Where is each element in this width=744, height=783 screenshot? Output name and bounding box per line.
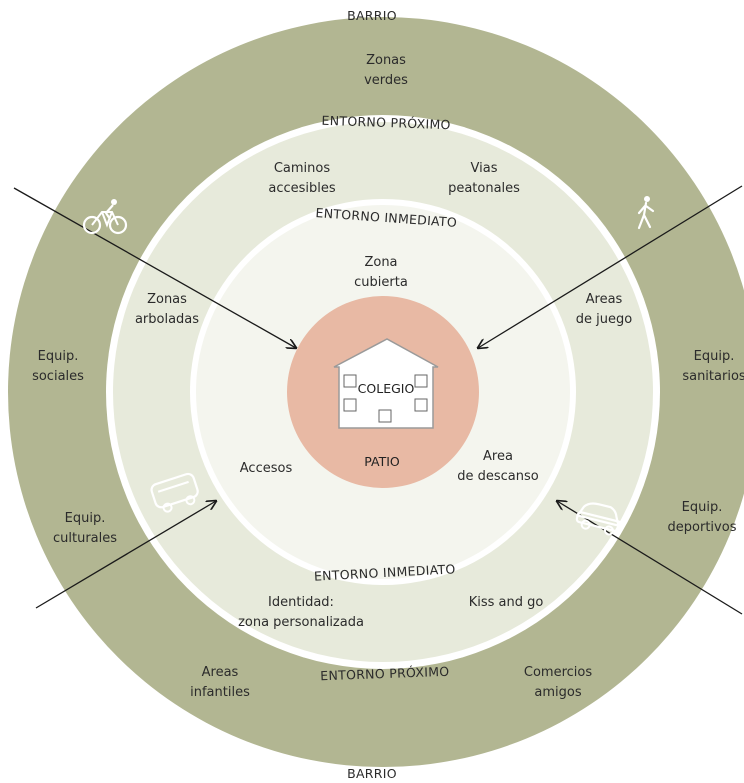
svg-text:Equip.: Equip. [694,349,735,364]
svg-text:Accesos: Accesos [240,461,293,476]
svg-text:Zonas: Zonas [147,292,187,307]
label-zona-cubierta: Zona cubierta [354,255,408,290]
car-icon [575,502,622,536]
svg-text:Equip.: Equip. [38,349,79,364]
svg-text:de juego: de juego [576,312,632,327]
svg-text:zona personalizada: zona personalizada [238,615,364,630]
arrow-top-right [478,185,743,348]
svg-text:Areas: Areas [202,665,239,680]
svg-text:Identidad:: Identidad: [268,595,334,610]
svg-text:verdes: verdes [364,73,408,88]
svg-text:Equip.: Equip. [65,511,106,526]
barrio-title-bottom: BARRIO [347,766,397,781]
svg-text:amigos: amigos [534,685,581,700]
pedestrian-icon [637,196,655,230]
label-areas-infantiles: Areas infantiles [190,665,250,700]
svg-text:Comercios: Comercios [524,665,592,680]
school-building-icon [333,338,439,429]
svg-text:accesibles: accesibles [268,181,336,196]
svg-text:sanitarios: sanitarios [682,369,744,384]
label-area-descanso: Area de descanso [457,449,539,484]
label-zonas-arboladas: Zonas arboladas [135,292,199,327]
label-equip-deportivos: Equip. deportivos [668,500,737,535]
label-areas-de-juego: Areas de juego [576,292,632,327]
svg-text:de descanso: de descanso [457,469,539,484]
label-vias-peatonales: Vias peatonales [448,161,520,196]
label-zonas-verdes: Zonas verdes [364,53,408,88]
svg-text:deportivos: deportivos [668,520,737,535]
svg-text:Vias: Vias [471,161,498,176]
label-equip-culturales: Equip. culturales [53,511,117,546]
svg-text:arboladas: arboladas [135,312,199,327]
svg-text:Areas: Areas [586,292,623,307]
label-equip-sanitarios: Equip. sanitarios [682,349,744,384]
svg-text:cubierta: cubierta [354,275,408,290]
svg-text:Kiss and go: Kiss and go [469,595,544,610]
svg-text:peatonales: peatonales [448,181,520,196]
svg-text:Caminos: Caminos [274,161,331,176]
entorno-inmediato-title-bottom: ENTORNO INMEDIATO [314,561,456,583]
svg-text:Equip.: Equip. [682,500,723,515]
patio-label: PATIO [364,454,400,469]
label-identidad: Identidad: zona personalizada [238,595,364,630]
label-equip-sociales: Equip. sociales [32,349,84,384]
label-accesos: Accesos [240,461,293,476]
label-kiss-and-go: Kiss and go [469,595,544,610]
bus-icon [150,472,199,513]
svg-text:sociales: sociales [32,369,84,384]
label-caminos-accesibles: Caminos accesibles [268,161,336,196]
arrow-top-left [13,187,296,348]
svg-text:infantiles: infantiles [190,685,250,700]
entorno-proximo-title-bottom: ENTORNO PRÓXIMO [320,664,450,684]
entorno-proximo-title-top: ENTORNO PRÓXIMO [321,113,451,133]
label-comercios-amigos: Comercios amigos [524,665,592,700]
arrow-bottom-left [35,501,216,609]
svg-text:Zona: Zona [364,255,397,270]
colegio-label: COLEGIO [358,381,415,396]
arrow-bottom-right [557,501,743,615]
svg-text:culturales: culturales [53,531,117,546]
bicycle-icon [82,199,128,235]
svg-text:Area: Area [483,449,513,464]
svg-text:Zonas: Zonas [366,53,406,68]
barrio-title-top: BARRIO [347,8,397,23]
